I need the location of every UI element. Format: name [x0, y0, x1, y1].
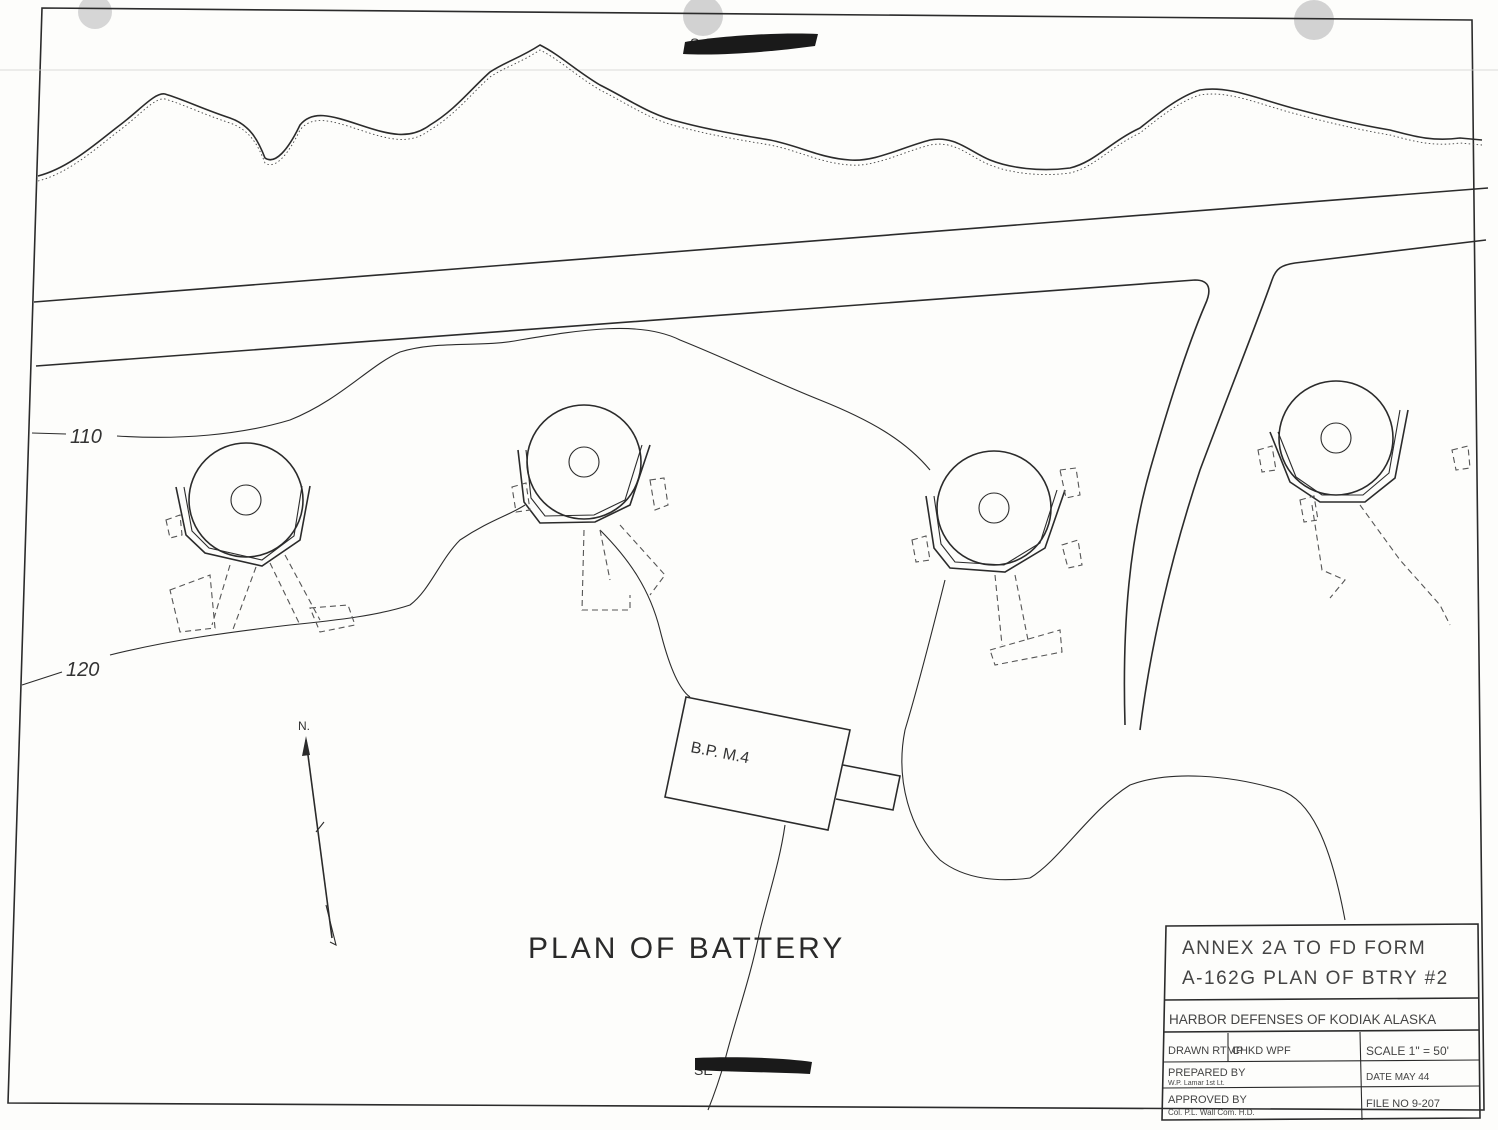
road-edge-south: [35, 279, 1210, 726]
bottom-redaction: [695, 1057, 812, 1074]
contour-120: [109, 504, 526, 656]
north-arrow: N.: [298, 719, 337, 947]
top-redaction: [683, 33, 818, 55]
mountain-ridge: [37, 44, 1483, 177]
road-edge-north: [33, 187, 1489, 303]
contour-120-leader: [21, 671, 63, 686]
prepared-by-sub: W.P. Lamar 1st Lt.: [1168, 1080, 1225, 1087]
contour-110-label: 110: [70, 426, 102, 448]
contour-110-leader: [31, 432, 67, 435]
sheet-border: [7, 7, 1485, 1111]
gun-emplacement-3: [911, 450, 1083, 666]
gun-emplacement-1: [165, 442, 356, 633]
drawn-by: DRAWN RTMP: [1168, 1045, 1243, 1057]
scale: SCALE 1" = 50': [1366, 1044, 1449, 1058]
trail-gun3: [901, 579, 1031, 881]
gun-emplacement-4: [1257, 380, 1471, 626]
pushpin-right: [1294, 0, 1334, 40]
pushpin-center: [683, 0, 723, 36]
battery-building: B.P. M.4: [664, 696, 901, 831]
contour-120-label: 120: [66, 659, 99, 681]
contour-110: [116, 327, 931, 471]
pushpin-left: [78, 0, 112, 29]
date: DATE MAY 44: [1366, 1072, 1430, 1083]
annex-line-1: ANNEX 2A TO FD FORM: [1182, 938, 1426, 959]
gun-emplacement-2: [511, 404, 669, 611]
mountain-hachures: [37, 49, 1483, 182]
trail-south: [707, 824, 786, 1111]
prepared-by: PREPARED BY: [1168, 1067, 1246, 1079]
trail-east-loop: [1029, 775, 1346, 921]
harbor-defenses: HARBOR DEFENSES OF KODIAK ALASKA: [1169, 1012, 1436, 1027]
spur-road-east: [1139, 239, 1487, 731]
building-label: B.P. M.4: [689, 739, 751, 767]
annex-line-2: A-162G PLAN OF BTRY #2: [1182, 968, 1449, 989]
title-block: ANNEX 2A TO FD FORM A-162G PLAN OF BTRY …: [1161, 923, 1481, 1121]
plan-title: PLAN OF BATTERY: [528, 932, 845, 965]
north-label: N.: [298, 719, 310, 733]
checked-by: CHKD WPF: [1232, 1045, 1291, 1057]
approved-by-sub: Col. P.L. Wall Com. H.D.: [1168, 1108, 1255, 1117]
trail-gun2-building: [599, 529, 691, 698]
file-number: FILE NO 9-207: [1366, 1098, 1440, 1110]
approved-by: APPROVED BY: [1168, 1094, 1248, 1106]
